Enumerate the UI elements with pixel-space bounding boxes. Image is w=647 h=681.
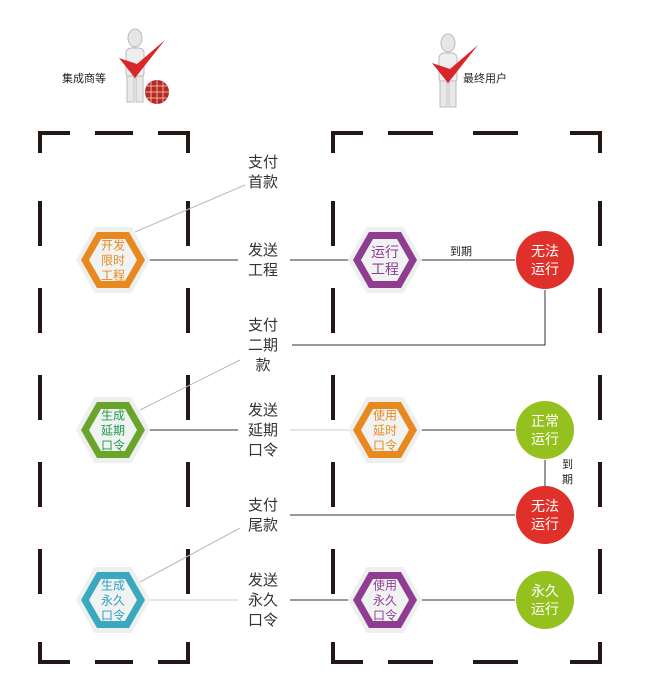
status-text: 无法 xyxy=(531,499,559,515)
hexagon-text: 限时 xyxy=(101,254,125,268)
flow-label-send-project: 发送工程 xyxy=(247,241,278,279)
hexagon-text: 工程 xyxy=(371,262,399,278)
box-edge xyxy=(38,201,190,594)
box-edge xyxy=(388,131,545,664)
leg xyxy=(448,80,457,108)
head xyxy=(440,33,456,53)
hexagon-text: 延时 xyxy=(373,424,397,438)
hexagon-inner xyxy=(89,239,137,281)
status-text: 运行 xyxy=(531,432,559,448)
pay-second-connector xyxy=(292,290,546,346)
hexagon-text: 永久 xyxy=(101,594,125,608)
status-text: 正常 xyxy=(531,414,559,430)
actor-end-user-label: 最终用户 xyxy=(463,72,507,85)
status-text: 运行 xyxy=(531,602,559,618)
head xyxy=(127,28,143,48)
checkmark-icon xyxy=(432,45,478,83)
expire-label-2: 到期 xyxy=(562,458,573,486)
status-circle xyxy=(516,486,574,544)
pay-first-connector xyxy=(134,184,246,233)
globe-grid xyxy=(145,80,169,104)
hexagon-text: 使用 xyxy=(373,408,397,423)
hexagon-inner xyxy=(361,239,409,281)
hexagon-inner xyxy=(361,409,409,451)
pay-second-diagonal xyxy=(139,359,241,411)
status-circle xyxy=(516,571,574,629)
leg xyxy=(439,80,448,108)
status-text: 永久 xyxy=(531,584,559,600)
checkmark-icon xyxy=(119,40,165,78)
hexagon-inner xyxy=(361,579,409,621)
hexagon-inner xyxy=(89,409,137,451)
integrator-box xyxy=(38,131,190,664)
actor-integrator-label: 集成商等 xyxy=(62,72,106,85)
hexagon-text: 生成 xyxy=(101,409,125,423)
status-text: 无法 xyxy=(531,244,559,260)
hexagon-text: 工程 xyxy=(101,268,125,283)
status-circle xyxy=(516,401,574,459)
pay-final-diagonal xyxy=(139,527,241,583)
flow-label-send-perm: 发送永久口令 xyxy=(247,571,278,629)
hexagon-text: 口令 xyxy=(101,608,125,623)
box-corner xyxy=(38,131,190,664)
hexagon-text: 口令 xyxy=(101,438,125,453)
hexagon-text: 延期 xyxy=(101,424,125,438)
hexagon-text: 运行 xyxy=(371,245,399,261)
end-user-person-icon xyxy=(432,33,478,108)
flow-label-pay-first: 支付首款 xyxy=(247,153,278,191)
box-edge xyxy=(95,131,133,664)
status-text: 运行 xyxy=(531,517,559,533)
leg xyxy=(126,75,135,103)
expire-label-1: 到期 xyxy=(450,245,472,258)
hexagon-text: 使用 xyxy=(373,578,397,593)
box-edge xyxy=(331,201,602,594)
flow-label-send-extend: 发送延期口令 xyxy=(247,401,278,459)
box-corner xyxy=(331,131,602,664)
flow-label-pay-final: 支付尾款 xyxy=(247,496,278,534)
flow-label-pay-second: 支付二期款 xyxy=(247,316,278,374)
hexagon-text: 生成 xyxy=(101,579,125,593)
hexagon-inner xyxy=(89,579,137,621)
end-user-box xyxy=(331,131,602,664)
hexagon-text: 口令 xyxy=(373,438,397,453)
status-circle xyxy=(516,231,574,289)
hexagon-text: 永久 xyxy=(373,594,397,608)
leg xyxy=(135,75,144,103)
status-text: 运行 xyxy=(531,262,559,278)
hexagon-text: 开发 xyxy=(101,238,125,253)
hexagon-text: 口令 xyxy=(373,608,397,623)
integrator-person-icon xyxy=(119,28,169,104)
